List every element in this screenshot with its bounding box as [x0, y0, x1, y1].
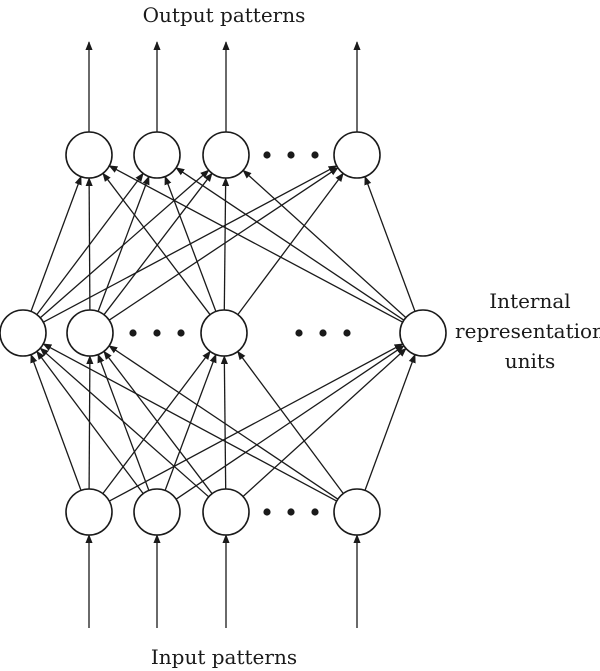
edge-hidden-3-to-output-1	[102, 172, 211, 316]
edge-hidden-2-to-output-4	[108, 167, 339, 321]
edge-hidden-2-to-output-3	[103, 172, 213, 316]
output-ellipsis-dot-2	[287, 151, 295, 159]
edge-input-2-to-hidden-1	[36, 350, 144, 494]
edge-input-4-to-hidden-2	[108, 345, 339, 500]
hidden-ellipsis-right-dot-3	[343, 329, 351, 337]
output-node-2	[133, 131, 181, 179]
edge-hidden-4-to-output-1	[108, 165, 404, 323]
edge-hidden-1-to-output-1	[30, 175, 82, 312]
output-ellipsis-dot-3	[311, 151, 319, 159]
output-node-4	[333, 131, 381, 179]
edge-hidden-2-to-output-2	[97, 175, 150, 312]
input-arrows	[85, 534, 361, 628]
hidden-ellipsis-right-dot-1	[295, 329, 303, 337]
hidden-ellipsis-left-dot-1	[129, 329, 137, 337]
edge-input-3-to-hidden-1	[39, 347, 210, 498]
hidden-node-1	[0, 309, 47, 357]
hidden-ellipsis-left-dot-2	[153, 329, 161, 337]
edge-hidden-4-to-output-3	[242, 169, 407, 319]
edge-hidden-2-to-output-1	[85, 177, 93, 311]
edge-input-4-to-hidden-4	[364, 353, 416, 491]
edge-hidden-4-to-output-2	[175, 167, 405, 321]
output-arrows	[85, 41, 361, 132]
edge-hidden-1-to-output-3	[39, 169, 210, 319]
hidden-node-4	[399, 309, 447, 357]
hidden-layer	[0, 309, 447, 357]
edge-input-4-to-hidden-3	[237, 350, 344, 494]
edge-input-3-to-hidden-4	[242, 347, 407, 497]
output-node-3	[202, 131, 250, 179]
input-node-2	[133, 488, 181, 536]
input-ellipsis-dot-1	[263, 508, 271, 516]
ellipsis-dots	[129, 151, 351, 516]
hidden-ellipsis-right-dot-2	[319, 329, 327, 337]
hidden-node-2	[66, 309, 114, 357]
hidden-to-output-connections	[30, 165, 416, 323]
edge-input-1-to-hidden-3	[102, 350, 211, 494]
edge-input-3-to-hidden-3	[220, 355, 228, 490]
output-layer	[65, 131, 381, 179]
input-ellipsis-dot-2	[287, 508, 295, 516]
internal-representation-label-line2: representation	[455, 319, 600, 343]
edge-hidden-3-to-output-3	[222, 177, 230, 311]
edge-input-4-to-hidden-1	[42, 343, 338, 502]
internal-representation-label-line1: Internal	[489, 289, 570, 313]
output-patterns-label: Output patterns	[143, 3, 306, 27]
input-to-hidden-connections	[30, 343, 416, 502]
edge-input-3-to-hidden-2	[103, 350, 213, 495]
output-node-1	[65, 131, 113, 179]
input-layer	[65, 488, 381, 536]
input-patterns-label: Input patterns	[151, 645, 297, 669]
output-ellipsis-dot-1	[263, 151, 271, 159]
input-ellipsis-dot-3	[311, 508, 319, 516]
internal-representation-label-line3: units	[505, 349, 555, 373]
hidden-ellipsis-left-dot-3	[177, 329, 185, 337]
input-node-3	[202, 488, 250, 536]
edge-hidden-3-to-output-2	[164, 175, 217, 312]
input-node-1	[65, 488, 113, 536]
edge-input-1-to-hidden-1	[30, 353, 82, 491]
edge-input-2-to-hidden-2	[97, 353, 150, 491]
input-node-4	[333, 488, 381, 536]
edge-input-1-to-hidden-4	[108, 343, 404, 502]
hidden-node-3	[200, 309, 248, 357]
edge-hidden-4-to-output-4	[364, 175, 416, 312]
